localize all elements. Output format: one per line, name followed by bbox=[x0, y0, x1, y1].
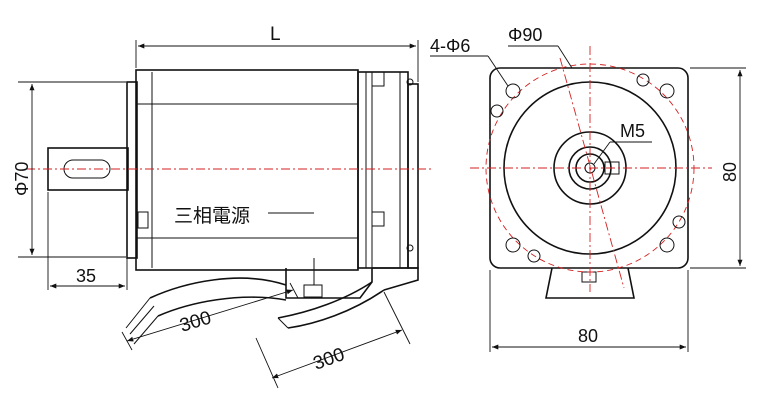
terminal-box bbox=[285, 268, 373, 299]
width-label: 80 bbox=[578, 326, 598, 346]
front-flange bbox=[126, 81, 138, 259]
rear-cap-outer bbox=[407, 83, 419, 269]
pcd-label: Φ90 bbox=[508, 25, 542, 45]
power-label: 三相電源 bbox=[174, 205, 250, 227]
front-terminal-box bbox=[545, 267, 635, 299]
mounting-holes bbox=[490, 73, 686, 263]
length-label: L bbox=[270, 24, 281, 45]
cable-1 bbox=[149, 277, 287, 299]
holes-label: 4-Φ6 bbox=[430, 36, 470, 56]
front-view: 4-Φ6 Φ90 M5 80 80 bbox=[430, 25, 746, 352]
shaft-diameter-label: Φ70 bbox=[12, 162, 32, 196]
shaft-key bbox=[63, 159, 111, 179]
cable-2-length-label: 300 bbox=[311, 344, 348, 375]
height-label: 80 bbox=[720, 162, 740, 182]
shaft-length-label: 35 bbox=[76, 266, 96, 286]
side-view: L Φ70 35 三相電源 300 300 bbox=[12, 24, 432, 389]
motor-body bbox=[135, 69, 359, 271]
cable-1-length-label: 300 bbox=[177, 307, 213, 336]
thread-label: M5 bbox=[620, 121, 645, 141]
front-diag-centerline bbox=[559, 57, 625, 289]
